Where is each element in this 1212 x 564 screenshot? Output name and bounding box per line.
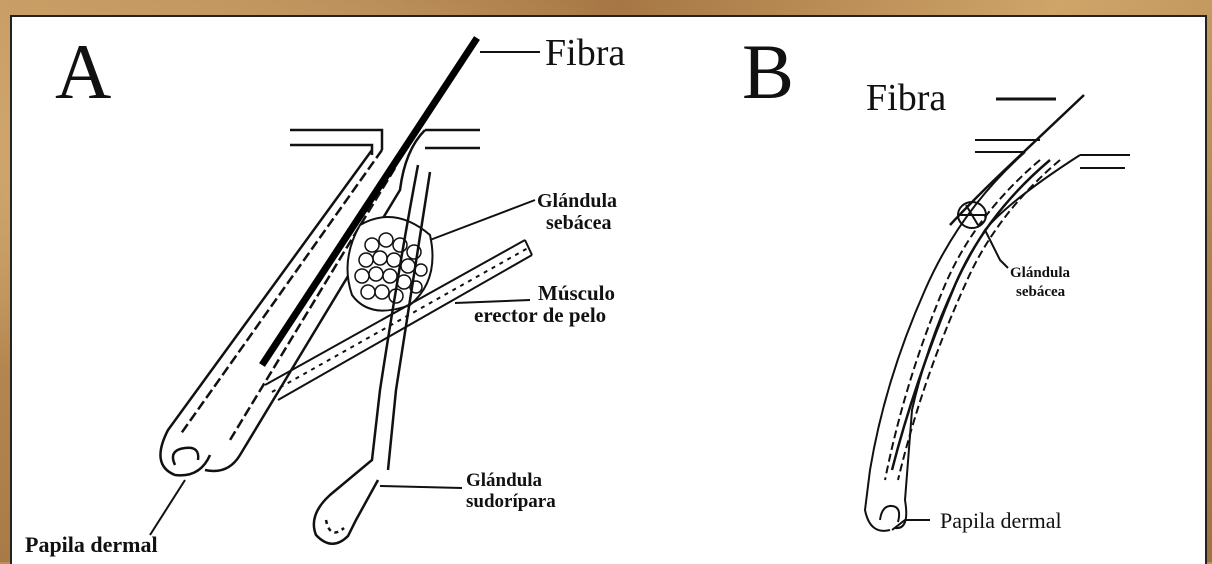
panel-b-fibra-label: Fibra <box>866 77 946 119</box>
panel-b-letter: B <box>742 28 794 115</box>
panel-a-sweat-label-1: Glándula <box>466 470 543 491</box>
panel-a-muscle-label-2: erector de pelo <box>474 303 606 327</box>
panel-a-sweat-label-2: sudorípara <box>466 491 556 512</box>
panel-a-sebaceous-label-1: Glándula <box>537 190 617 212</box>
panel-a-muscle-label-1: Músculo <box>538 281 615 305</box>
panel-a-hair-fiber <box>262 38 477 365</box>
panel-a-papila-label: Papila dermal <box>25 532 158 557</box>
panel-a-leaders <box>150 52 540 535</box>
panel-a-fibra-label: Fibra <box>545 32 625 74</box>
panel-b-sebaceous-label-1: Glándula <box>1010 265 1071 281</box>
panel-b-follicle <box>865 95 1130 531</box>
panel-b-papila-label: Papila dermal <box>940 508 1062 533</box>
panel-b-sebaceous-label-2: sebácea <box>1016 284 1066 300</box>
panel-a-sebaceous-label-2: sebácea <box>546 212 612 234</box>
panel-a-letter: A <box>55 28 111 115</box>
